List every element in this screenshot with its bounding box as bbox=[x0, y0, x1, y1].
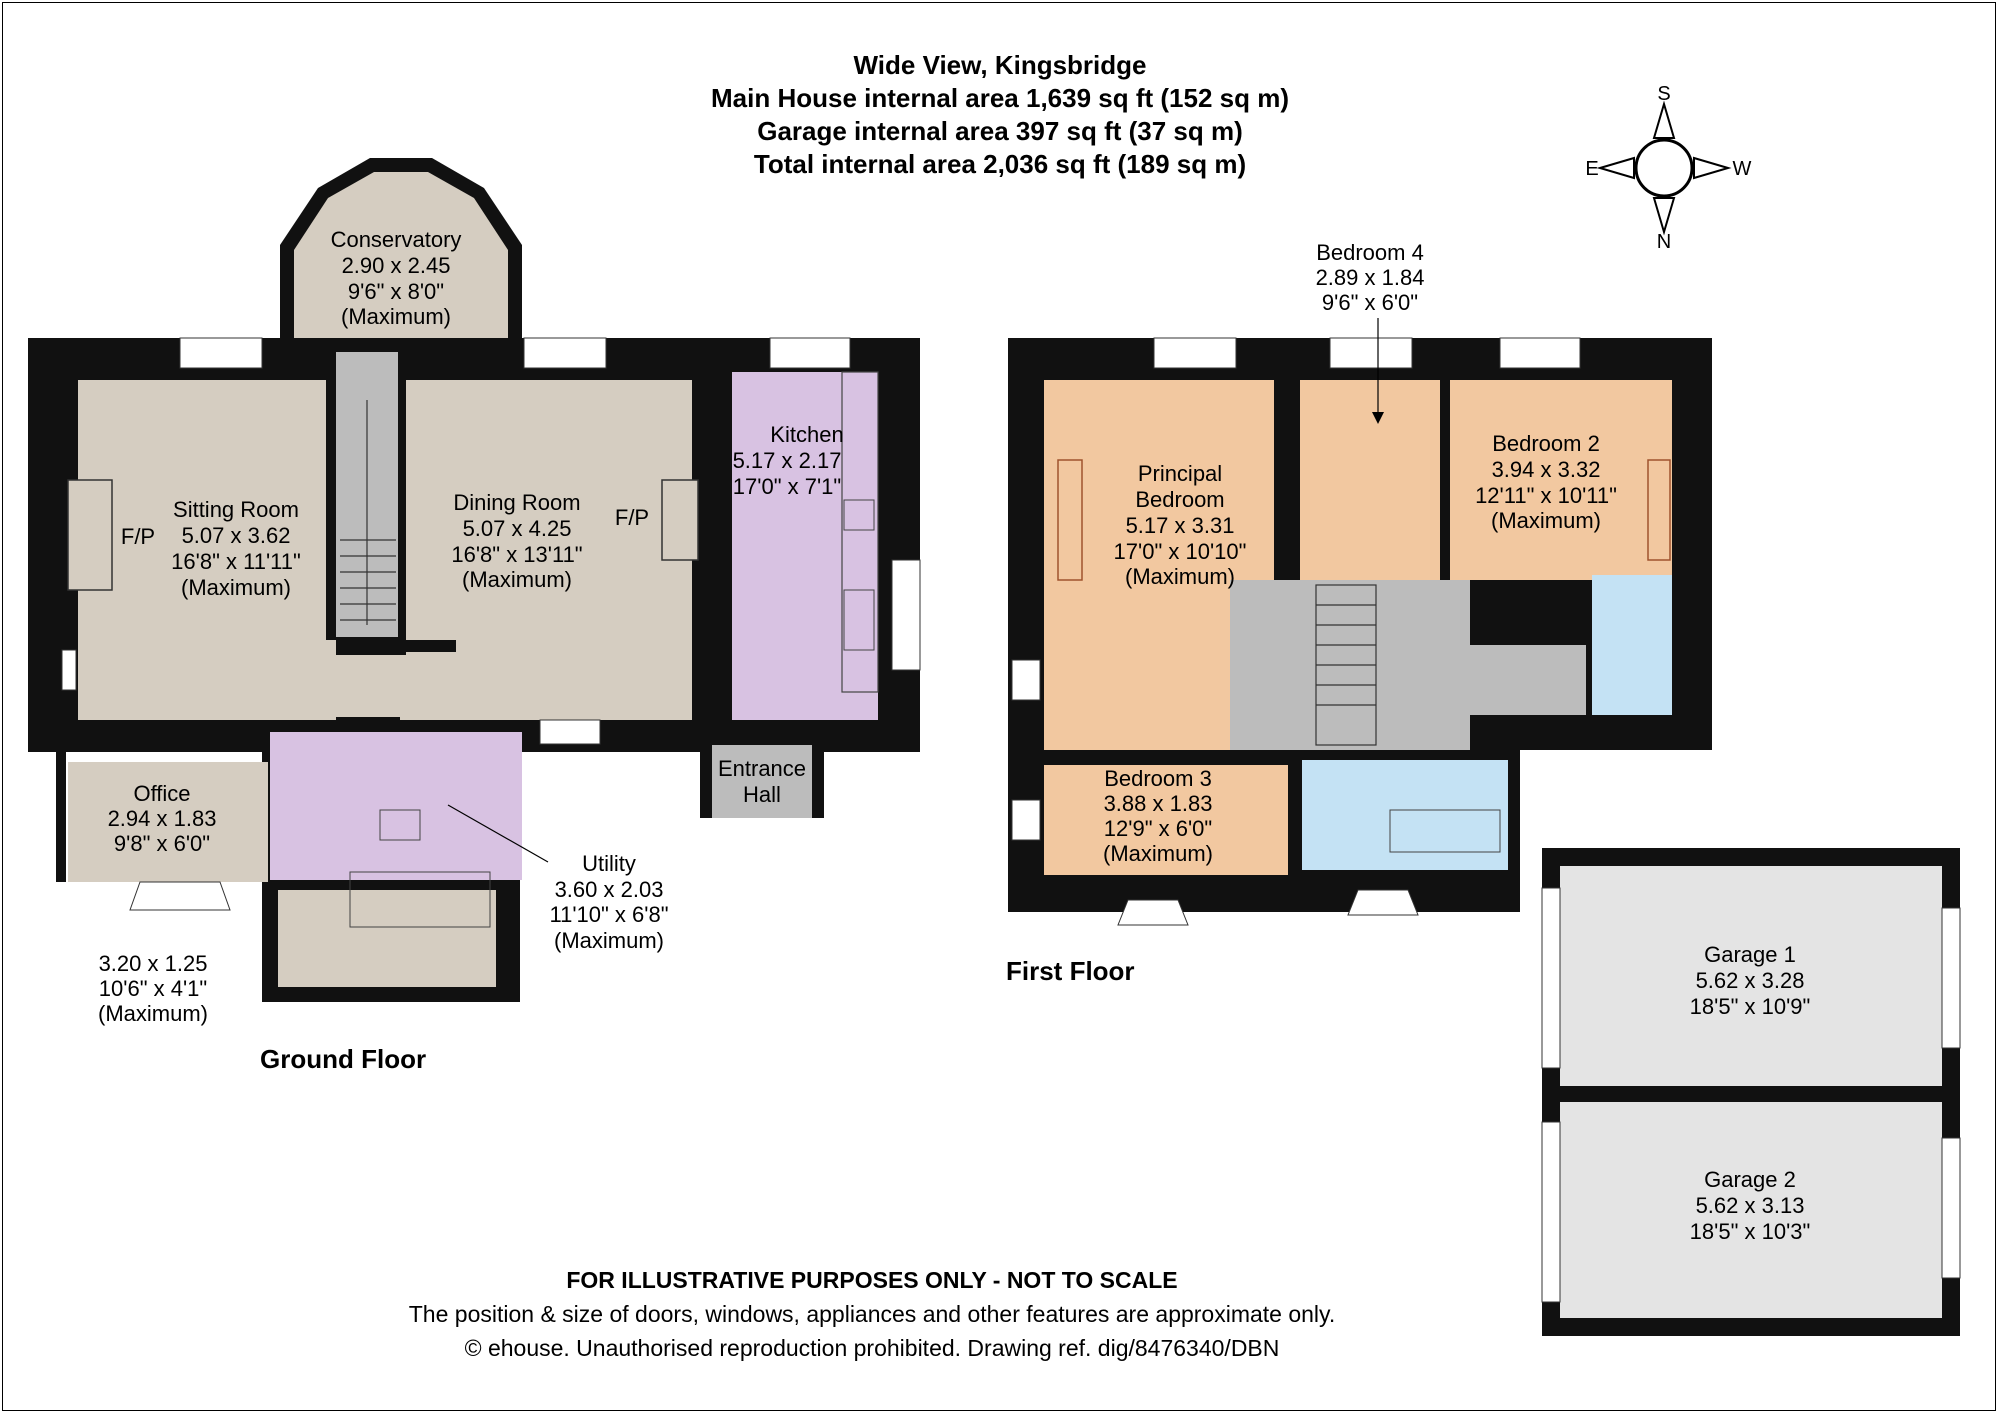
principal-imperial: 17'0" x 10'10" bbox=[1114, 539, 1247, 564]
bedroom4-imperial: 9'6" x 6'0" bbox=[1322, 290, 1418, 315]
entrance-hall-line2: Hall bbox=[743, 782, 781, 807]
sitting-room-imperial: 16'8" x 11'11" bbox=[171, 549, 301, 574]
lobby bbox=[336, 655, 448, 717]
copyright: © ehouse. Unauthorised reproduction proh… bbox=[465, 1335, 1280, 1361]
dining-room-name: Dining Room bbox=[453, 490, 580, 515]
main-house-area: Main House internal area 1,639 sq ft (15… bbox=[711, 83, 1289, 113]
principal-line1: Principal bbox=[1138, 461, 1222, 486]
kitchen-name: Kitchen bbox=[770, 422, 843, 447]
porch-note: (Maximum) bbox=[98, 1001, 208, 1026]
utility-metric: 3.60 x 2.03 bbox=[555, 877, 664, 902]
ground-floor-labels: Conservatory 2.90 x 2.45 9'6" x 8'0" (Ma… bbox=[98, 227, 844, 1074]
garage-labels: Garage 1 5.62 x 3.28 18'5" x 10'9" Garag… bbox=[1690, 942, 1811, 1244]
sitting-room-name: Sitting Room bbox=[173, 497, 299, 522]
garage1-imperial: 18'5" x 10'9" bbox=[1690, 994, 1811, 1019]
principal-note: (Maximum) bbox=[1125, 564, 1235, 589]
landing bbox=[1230, 580, 1470, 760]
ground-floor-title: Ground Floor bbox=[260, 1044, 426, 1074]
utility-name: Utility bbox=[582, 851, 636, 876]
garage1-name: Garage 1 bbox=[1704, 942, 1796, 967]
compass-right: W bbox=[1733, 158, 1752, 180]
garage-plan bbox=[1541, 848, 1961, 1336]
garage-1 bbox=[1560, 866, 1942, 1086]
compass-left: E bbox=[1585, 158, 1598, 180]
entrance-hall-line1: Entrance bbox=[718, 756, 806, 781]
porch bbox=[278, 882, 496, 987]
dining-room-imperial: 16'8" x 13'11" bbox=[451, 542, 582, 567]
conservatory-note: (Maximum) bbox=[341, 304, 451, 329]
office-name: Office bbox=[133, 781, 190, 806]
bedroom-4 bbox=[1300, 380, 1440, 580]
utility-note: (Maximum) bbox=[554, 928, 664, 953]
bedroom3-name: Bedroom 3 bbox=[1104, 766, 1212, 791]
garage1-metric: 5.62 x 3.28 bbox=[1696, 968, 1805, 993]
compass-top: S bbox=[1657, 83, 1670, 105]
bedroom-2 bbox=[1450, 380, 1672, 580]
bedroom2-imperial: 12'11" x 10'11" bbox=[1475, 483, 1617, 508]
bedroom2-name: Bedroom 2 bbox=[1492, 431, 1600, 456]
office-metric: 2.94 x 1.83 bbox=[108, 806, 217, 831]
ground-stairs bbox=[340, 400, 396, 625]
conservatory-room bbox=[294, 172, 508, 338]
first-stairs bbox=[1315, 584, 1377, 746]
porch-metric: 3.20 x 1.25 bbox=[99, 951, 208, 976]
compass-icon: S E W N bbox=[1585, 83, 1751, 253]
garage2-metric: 5.62 x 3.13 bbox=[1696, 1193, 1805, 1218]
porch-imperial: 10'6" x 4'1" bbox=[99, 976, 207, 1001]
conservatory-imperial: 9'6" x 8'0" bbox=[348, 279, 444, 304]
bedroom2-metric: 3.94 x 3.32 bbox=[1492, 457, 1601, 482]
sitting-room bbox=[78, 380, 336, 720]
plan-title: Wide View, Kingsbridge bbox=[853, 50, 1146, 80]
garage2-name: Garage 2 bbox=[1704, 1167, 1796, 1192]
ensuite bbox=[1592, 575, 1672, 715]
principal-line2: Bedroom bbox=[1135, 487, 1224, 512]
bedroom3-metric: 3.88 x 1.83 bbox=[1104, 791, 1213, 816]
first-floor-labels: Bedroom 4 2.89 x 1.84 9'6" x 6'0" Princi… bbox=[1006, 240, 1617, 986]
first-floor-title: First Floor bbox=[1006, 956, 1135, 986]
sitting-fp-label: F/P bbox=[121, 524, 155, 549]
principal-metric: 5.17 x 3.31 bbox=[1126, 513, 1235, 538]
conservatory-metric: 2.90 x 2.45 bbox=[342, 253, 451, 278]
compass-bottom: N bbox=[1657, 231, 1671, 253]
bedroom3-imperial: 12'9" x 6'0" bbox=[1104, 816, 1212, 841]
dining-room bbox=[400, 380, 692, 720]
dining-room-metric: 5.07 x 4.25 bbox=[463, 516, 572, 541]
ground-floor-plan bbox=[28, 158, 921, 1002]
garage2-imperial: 18'5" x 10'3" bbox=[1690, 1219, 1811, 1244]
kitchen-room bbox=[732, 372, 878, 720]
conservatory-name: Conservatory bbox=[331, 227, 462, 252]
office-room bbox=[68, 762, 268, 882]
bedroom3-note: (Maximum) bbox=[1103, 841, 1213, 866]
kitchen-metric: 5.17 x 2.17 bbox=[733, 448, 842, 473]
utility-room bbox=[270, 732, 522, 880]
garage-area: Garage internal area 397 sq ft (37 sq m) bbox=[757, 116, 1243, 146]
footer-note: The position & size of doors, windows, a… bbox=[409, 1301, 1335, 1327]
utility-imperial: 11'10" x 6'8" bbox=[549, 902, 668, 927]
dining-fp-label: F/P bbox=[615, 505, 649, 530]
entrance-hall bbox=[712, 745, 812, 818]
total-area: Total internal area 2,036 sq ft (189 sq … bbox=[754, 149, 1246, 179]
bedroom2-note: (Maximum) bbox=[1491, 508, 1601, 533]
office-imperial: 9'8" x 6'0" bbox=[114, 831, 210, 856]
first-floor-plan bbox=[1008, 337, 1712, 926]
kitchen-imperial: 17'0" x 7'1" bbox=[733, 474, 841, 499]
garage-2 bbox=[1560, 1102, 1942, 1318]
bedroom4-name: Bedroom 4 bbox=[1316, 240, 1424, 265]
bedroom4-metric: 2.89 x 1.84 bbox=[1316, 265, 1425, 290]
disclaimer: FOR ILLUSTRATIVE PURPOSES ONLY - NOT TO … bbox=[566, 1267, 1177, 1293]
dining-room-note: (Maximum) bbox=[462, 567, 572, 592]
sitting-room-metric: 5.07 x 3.62 bbox=[182, 523, 291, 548]
sitting-room-note: (Maximum) bbox=[181, 575, 291, 600]
